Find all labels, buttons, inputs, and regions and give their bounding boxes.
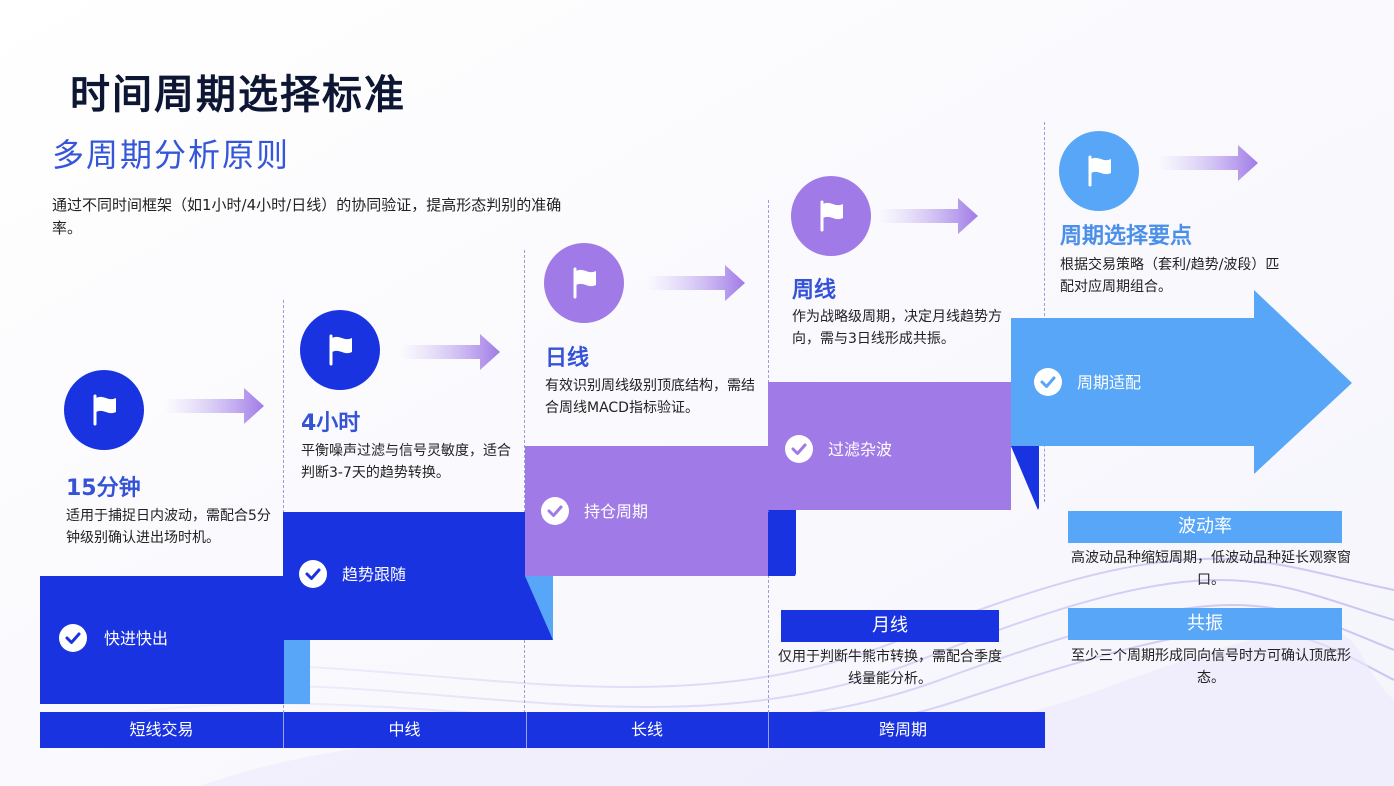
step-1-check-icon — [59, 624, 87, 652]
step-3-arrow-icon — [645, 265, 745, 301]
tag-resonance-desc: 至少三个周期形成同向信号时方可确认顶底形态。 — [1071, 648, 1351, 686]
step-5-big-arrow — [1011, 290, 1352, 474]
step-2-arrow-icon — [400, 334, 500, 370]
guide-line — [524, 250, 525, 748]
step-3-flag-icon — [544, 243, 624, 323]
step-2-check-icon — [299, 560, 327, 588]
step-5-bar-label: 周期适配 — [1077, 373, 1142, 392]
step-3-bar-shadow — [525, 576, 553, 640]
footer-mid-term: 中线 — [388, 720, 421, 739]
footer-divider — [526, 712, 527, 748]
step-3-bar-label: 持仓周期 — [584, 502, 649, 521]
step-4-flag-icon — [791, 176, 871, 256]
step-5-flag-icon — [1059, 131, 1139, 211]
page-intro: 通过不同时间框架（如1小时/4小时/日线）的协同验证，提高形态判别的准确率。 — [52, 196, 562, 237]
tag-volatility-desc: 高波动品种缩短周期，低波动品种延长观察窗口。 — [1071, 550, 1351, 588]
step-2-desc: 平衡噪声过滤与信号灵敏度，适合判断3-7天的趋势转换。 — [301, 443, 511, 481]
tag-resonance: 共振 — [1068, 608, 1342, 640]
footer-divider — [283, 712, 284, 748]
step-4-bar-label: 过滤杂波 — [828, 440, 893, 459]
footer-short-term: 短线交易 — [129, 720, 194, 739]
page-subtitle: 多周期分析原则 — [52, 136, 291, 174]
step-3-check-icon — [541, 497, 569, 525]
step-2-title: 4小时 — [301, 411, 361, 436]
page-title: 时间周期选择标准 — [70, 72, 406, 118]
step-1-bar — [40, 576, 310, 704]
step-5-title: 周期选择要点 — [1060, 224, 1193, 249]
tag-monthly-desc: 仅用于判断牛熊市转换，需配合季度线量能分析。 — [778, 649, 1002, 687]
tag-monthly: 月线 — [781, 610, 999, 642]
step-1-title: 15分钟 — [66, 476, 141, 501]
footer-divider — [768, 712, 769, 748]
step-4-desc: 作为战略级周期，决定月线趋势方向，需与3日线形成共振。 — [792, 309, 1002, 347]
guide-line — [1044, 122, 1045, 502]
footer-band: 短线交易 中线 长线 跨周期 — [40, 712, 1045, 748]
step-1-arrow-icon — [164, 388, 264, 424]
step-5-desc: 根据交易策略（套利/趋势/波段）匹配对应周期组合。 — [1060, 257, 1280, 295]
step-5-check-icon — [1034, 368, 1062, 396]
footer-cross-period: 跨周期 — [878, 720, 927, 739]
step-1-bar-label: 快进快出 — [104, 629, 169, 648]
step-2-flag-icon — [300, 310, 380, 390]
tag-volatility: 波动率 — [1068, 511, 1342, 543]
step-1-flag-icon — [64, 370, 144, 450]
step-1-desc: 适用于捕捉日内波动，需配合5分钟级别确认进出场时机。 — [66, 508, 271, 546]
step-4-title: 周线 — [792, 278, 837, 303]
step-4-arrow-icon — [878, 198, 978, 234]
step-2-bar-label: 趋势跟随 — [342, 565, 407, 584]
step-4-check-icon — [785, 435, 813, 463]
step-4-bar-shadow — [768, 510, 796, 576]
footer-long-term: 长线 — [630, 720, 663, 739]
step-5-bar-shadow — [1011, 446, 1039, 510]
step-5-arrow-icon — [1158, 145, 1258, 181]
step-3-title: 日线 — [545, 346, 590, 371]
step-3-desc: 有效识别周线级别顶底结构，需结合周线MACD指标验证。 — [545, 378, 755, 416]
